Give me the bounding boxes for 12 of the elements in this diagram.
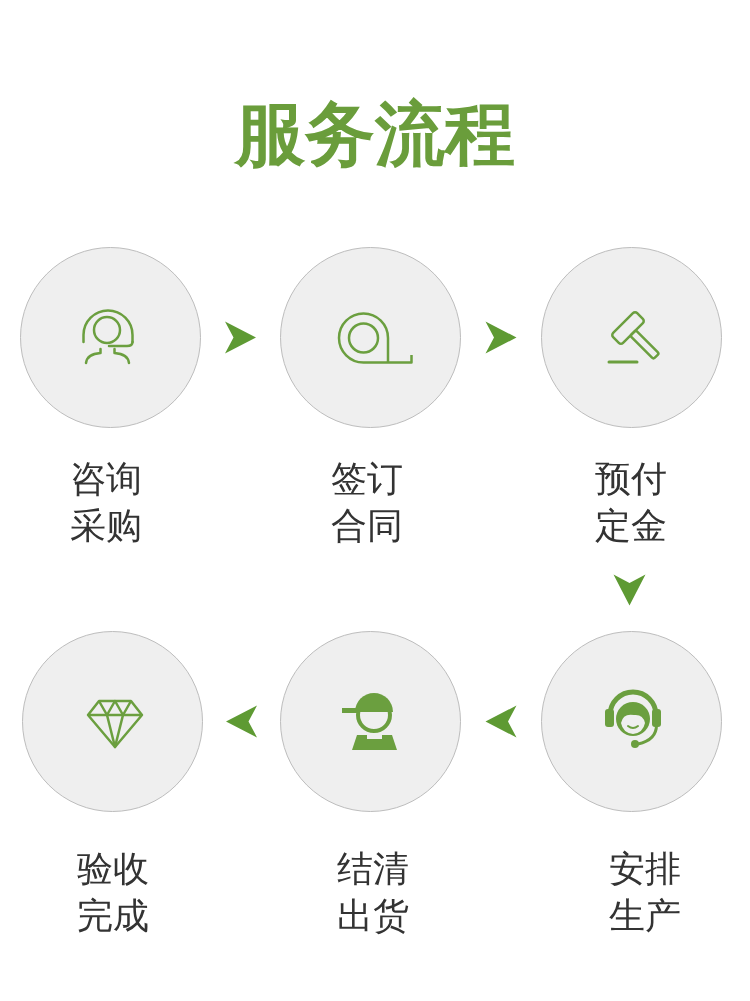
arrow bbox=[225, 321, 256, 354]
step-label: 安排生产 bbox=[608, 847, 682, 938]
step-label: 结清出货 bbox=[336, 847, 410, 938]
step-label: 预付定金 bbox=[594, 457, 668, 548]
arrow bbox=[226, 705, 257, 738]
step-label: 验收完成 bbox=[76, 847, 150, 938]
step-label: 签订合同 bbox=[330, 457, 404, 548]
arrow bbox=[485, 705, 517, 738]
arrow bbox=[485, 321, 517, 354]
step-label: 咨询采购 bbox=[69, 457, 143, 548]
title: 服务流程 bbox=[233, 98, 516, 170]
arrow bbox=[613, 574, 646, 606]
